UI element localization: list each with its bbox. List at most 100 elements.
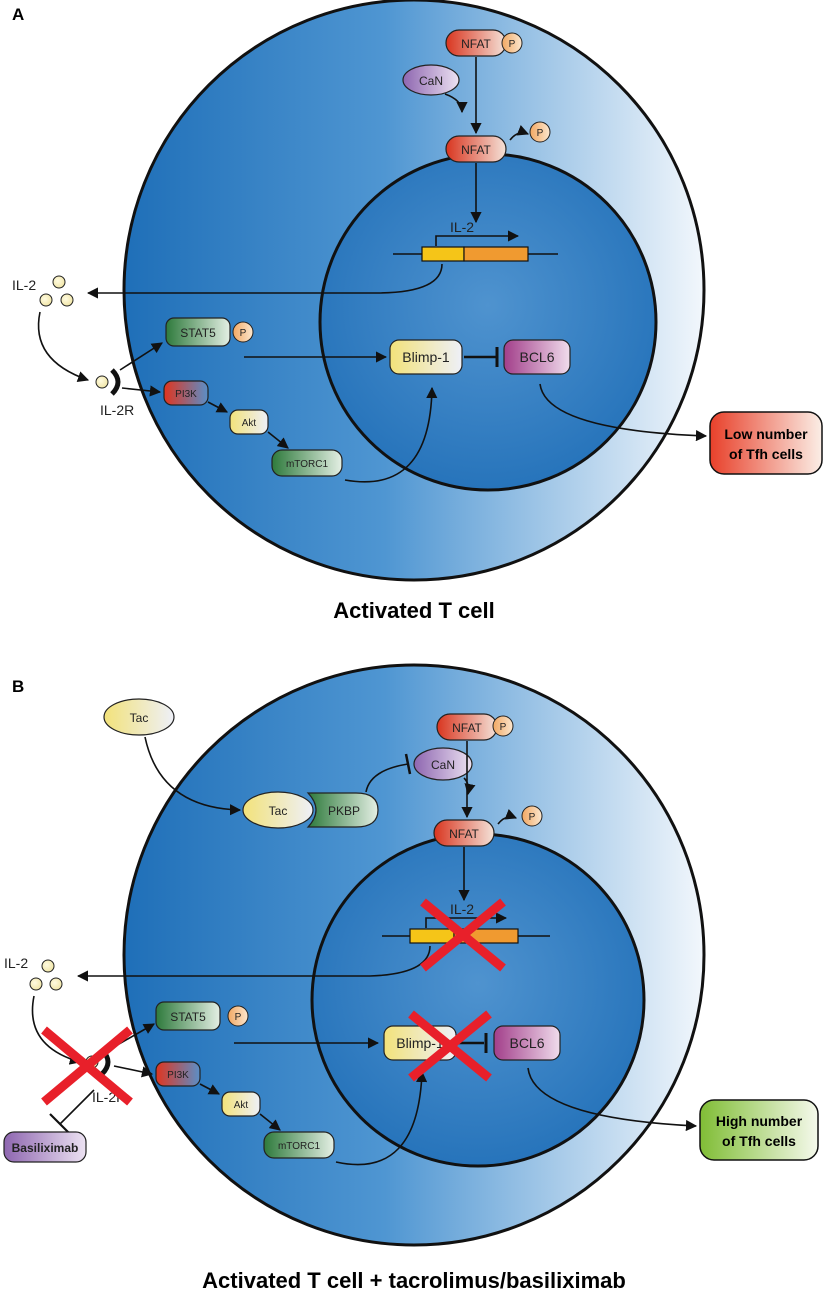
svg-text:Akt: Akt xyxy=(242,418,257,429)
tac-outside-node-b: Tac xyxy=(103,698,175,736)
arrow-can-b xyxy=(463,777,476,796)
svg-text:PI3K: PI3K xyxy=(167,1070,189,1081)
inhibit-pkbp-can-b xyxy=(365,753,412,793)
panel-a-letter: A xyxy=(12,5,24,24)
tac-pkbp-complex-b: Tac PKBP xyxy=(242,791,379,829)
pi3k-node-a: PI3K xyxy=(163,380,209,406)
nfat-p-node-b: NFAT P xyxy=(436,713,514,741)
arrow-p-release-a xyxy=(509,125,530,141)
svg-text:BCL6: BCL6 xyxy=(519,349,554,365)
bcl6-node-a: BCL6 xyxy=(503,339,571,375)
arrow-tac-entry-b xyxy=(144,736,242,816)
nucleus-a xyxy=(318,152,658,492)
svg-text:mTORC1: mTORC1 xyxy=(286,459,328,470)
bcl6-node-b: BCL6 xyxy=(493,1025,561,1061)
nfat-node-a: NFAT xyxy=(445,135,507,163)
svg-text:Basiliximab: Basiliximab xyxy=(12,1141,79,1155)
svg-text:High number: High number xyxy=(716,1113,803,1129)
svg-text:NFAT: NFAT xyxy=(461,37,491,51)
blimp1-node-a: Blimp-1 xyxy=(389,339,463,375)
can-node-b: CaN xyxy=(413,747,473,781)
svg-text:P: P xyxy=(529,812,536,823)
svg-text:P: P xyxy=(240,328,247,339)
akt-node-a: Akt xyxy=(229,409,269,435)
stat5-node-a: STAT5 P xyxy=(165,317,254,347)
panel-b-letter: B xyxy=(12,677,24,696)
arrow-to-pi3k-b xyxy=(113,1065,154,1078)
svg-text:Akt: Akt xyxy=(234,1100,249,1111)
il2-label-a: IL-2 xyxy=(12,277,36,293)
nucleus-b xyxy=(310,832,646,1168)
panel-b-caption: Activated T cell + tacrolimus/basilixima… xyxy=(202,1268,626,1293)
svg-text:CaN: CaN xyxy=(419,74,443,88)
arrow-il2-secretion-a xyxy=(86,263,443,299)
arrow-p-release-b xyxy=(497,809,518,825)
arrow-to-pi3k-a xyxy=(121,385,162,397)
il2-gene-a: IL-2 xyxy=(393,219,558,262)
svg-text:NFAT: NFAT xyxy=(449,827,479,841)
svg-text:STAT5: STAT5 xyxy=(170,1010,206,1024)
svg-text:CaN: CaN xyxy=(431,758,455,772)
svg-text:Blimp-1: Blimp-1 xyxy=(396,1035,444,1051)
akt-node-b: Akt xyxy=(221,1091,261,1117)
svg-text:IL-2: IL-2 xyxy=(450,901,474,917)
stat5-node-b: STAT5 P xyxy=(155,1001,249,1031)
basiliximab-node-b: Basiliximab xyxy=(3,1131,87,1163)
arrow-to-stat5-a xyxy=(119,342,163,371)
il2-molecules-a xyxy=(39,275,74,307)
inhibit-basiliximab-b xyxy=(49,1089,95,1135)
nfat-p-node-a: NFAT P xyxy=(445,29,523,57)
mtorc1-node-a: mTORC1 xyxy=(271,449,343,477)
arrow-il2-secretion-b xyxy=(76,945,431,982)
panel-a-caption: Activated T cell xyxy=(333,598,494,623)
p-released-b: P xyxy=(521,805,543,827)
cross-blimp-b xyxy=(408,1010,492,1082)
can-node-a: CaN xyxy=(402,64,460,96)
svg-text:Low number: Low number xyxy=(724,426,808,442)
arrow-akt-mtorc1-b xyxy=(259,1113,281,1131)
svg-text:NFAT: NFAT xyxy=(452,721,482,735)
p-released-a: P xyxy=(529,121,551,143)
il2r-receptor-a xyxy=(95,368,121,396)
svg-text:P: P xyxy=(235,1012,242,1023)
il2-label-b: IL-2 xyxy=(4,955,28,971)
cross-receptor-b xyxy=(41,1026,133,1106)
panel-a: A NFAT P CaN NFAT P xyxy=(12,0,823,623)
outcome-box-a: Low number of Tfh cells xyxy=(709,411,823,475)
mtorc1-node-b: mTORC1 xyxy=(263,1131,335,1159)
arrow-mtorc1-blimp-b xyxy=(335,1070,428,1166)
arrow-il2-binding-b xyxy=(31,995,82,1065)
svg-text:of Tfh cells: of Tfh cells xyxy=(722,1133,796,1149)
il2r-label-a: IL-2R xyxy=(100,402,134,418)
pi3k-node-b: PI3K xyxy=(155,1061,201,1087)
arrow-can-a xyxy=(444,93,468,114)
arrow-mtorc1-blimp-a xyxy=(344,386,438,483)
nfat-node-b: NFAT xyxy=(433,819,495,847)
svg-text:NFAT: NFAT xyxy=(461,143,491,157)
panel-b: B Tac Tac PKBP CaN NFAT P xyxy=(3,663,819,1293)
cross-gene-b xyxy=(420,898,506,972)
svg-text:P: P xyxy=(500,722,507,733)
svg-text:BCL6: BCL6 xyxy=(509,1035,544,1051)
svg-text:Tac: Tac xyxy=(130,711,149,725)
il2-molecules-b xyxy=(29,959,63,991)
svg-text:Blimp-1: Blimp-1 xyxy=(402,349,450,365)
arrow-pi3k-akt-b xyxy=(199,1083,220,1095)
svg-text:STAT5: STAT5 xyxy=(180,326,216,340)
svg-text:of Tfh cells: of Tfh cells xyxy=(729,446,803,462)
arrow-akt-mtorc1-a xyxy=(267,431,289,449)
arrow-bcl6-outcome-a xyxy=(539,383,708,442)
arrow-bcl6-outcome-b xyxy=(527,1067,698,1132)
svg-text:PKBP: PKBP xyxy=(328,804,360,818)
svg-text:P: P xyxy=(509,39,516,50)
svg-text:mTORC1: mTORC1 xyxy=(278,1141,320,1152)
arrow-il2-binding-a xyxy=(37,311,90,383)
inhibit-blimp-bcl6-b xyxy=(458,1033,488,1053)
arrow-pi3k-akt-a xyxy=(207,401,228,413)
svg-text:Tac: Tac xyxy=(269,804,288,818)
svg-text:IL-2: IL-2 xyxy=(450,219,474,235)
outcome-box-b: High number of Tfh cells xyxy=(699,1099,819,1161)
inhibit-blimp-bcl6-a xyxy=(464,347,499,367)
